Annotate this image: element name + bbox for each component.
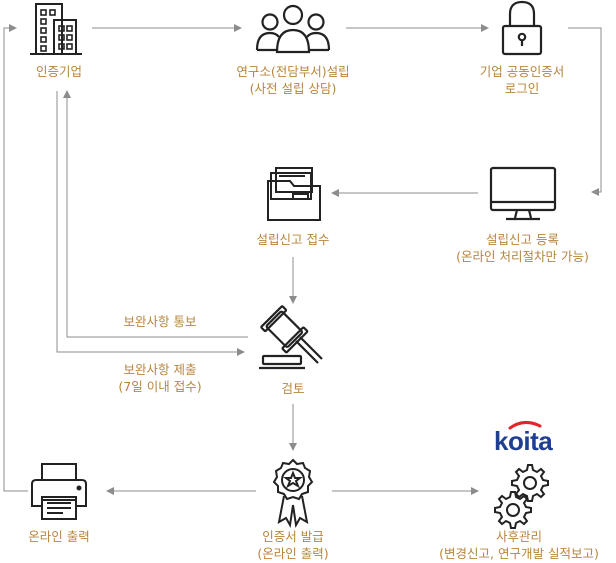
printer-icon	[31, 463, 87, 520]
koita-logo: koita	[494, 426, 553, 456]
logo-swoosh	[508, 421, 542, 430]
label-register: 설립신고 등록 (온라인 처리절차만 가능)	[456, 232, 589, 264]
arrow-print-to-company	[3, 24, 28, 492]
label-login: 기업 공동인증서 로그인	[479, 64, 565, 96]
label-aftercare: 사후관리 (변경신고, 연구개발 실적보고)	[439, 529, 599, 561]
building-icon	[30, 3, 82, 55]
monitor-icon	[489, 166, 557, 221]
arrow-supplement-submit	[56, 91, 245, 356]
folder-icon	[267, 167, 321, 221]
label-review: 검토	[281, 381, 305, 396]
label-print: 온라인 출력	[28, 529, 90, 544]
lock-icon	[501, 0, 543, 56]
label-certificate: 인증서 발급 (온라인 출력)	[257, 529, 329, 561]
people-group-icon	[255, 4, 331, 54]
label-receipt: 설립신고 접수	[256, 232, 330, 247]
gavel-icon	[259, 305, 323, 370]
note-supplement-notice: 보완사항 통보	[123, 314, 197, 329]
award-badge-icon	[272, 458, 314, 528]
arrow-login-to-register	[568, 27, 602, 196]
arrow-supplement-notice	[63, 90, 248, 338]
label-establish: 연구소(전담부서)설립 (사전 설립 상담)	[236, 64, 350, 96]
note-supplement-submit: 보완사항 제출 (7일 이내 접수)	[118, 362, 202, 394]
gears-icon	[494, 464, 549, 529]
label-certified-company: 인증기업	[35, 64, 82, 79]
